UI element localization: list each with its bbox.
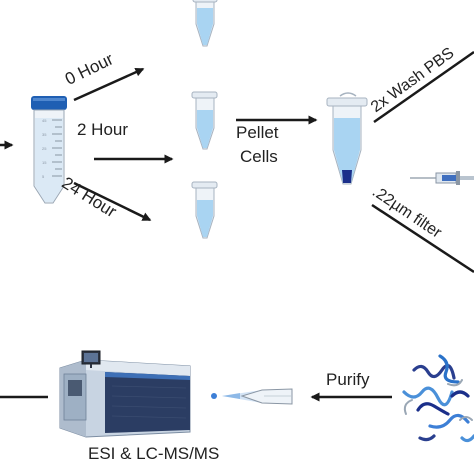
arrow-0-hour: [73, 67, 145, 102]
label-2-hour: 2 Hour: [77, 120, 129, 139]
label-esi-lc-ms: ESI & LC-MS/MS: [88, 444, 220, 463]
microtube-icon: [191, 181, 218, 239]
peptide-icon: [402, 354, 474, 443]
label-purify: Purify: [326, 370, 370, 389]
conical-tube-icon: 45 35 25 15 5: [31, 96, 67, 204]
mass-spectrometer-icon: [59, 350, 191, 438]
microtube-icon: [326, 92, 368, 185]
svg-text:25: 25: [42, 146, 47, 151]
syringe-icon: [410, 171, 474, 185]
microtube-icon: [192, 0, 218, 47]
microtube-icon: [191, 91, 218, 150]
svg-text:5: 5: [42, 174, 45, 179]
arrow-filter: [371, 203, 474, 274]
label-cells: Cells: [240, 147, 278, 166]
svg-text:15: 15: [42, 160, 47, 165]
arrow-wash: [373, 50, 474, 124]
svg-text:35: 35: [42, 132, 47, 137]
svg-text:45: 45: [42, 118, 47, 123]
arrow-24-hour: [73, 181, 152, 222]
label-pellet: Pellet: [236, 123, 279, 142]
esi-emitter-icon: [211, 388, 293, 405]
